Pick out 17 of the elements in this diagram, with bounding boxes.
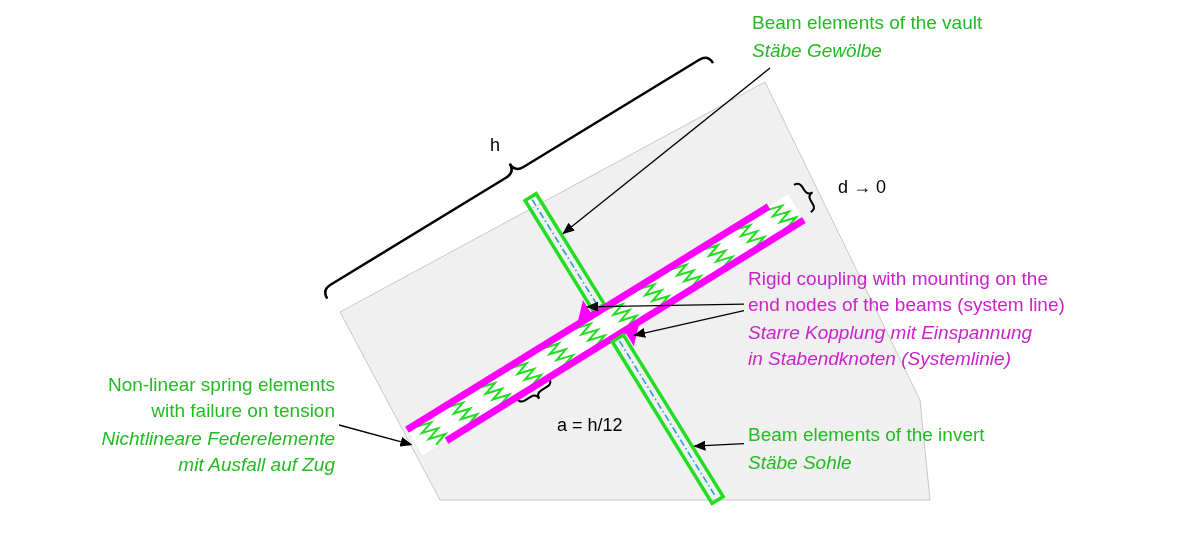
annotation-text: Beam elements of the vault <box>752 11 984 35</box>
annotation-translation: Stäbe Sohle <box>748 451 853 475</box>
annotation-text: Non-linear spring elements with failure on tension <box>106 373 335 423</box>
leader-arrow <box>633 309 745 338</box>
annotation-text: Rigid coupling with mounting on the end nodes of the beams (system line) <box>748 267 1066 317</box>
dimension-label: h <box>490 134 500 157</box>
leader-arrow <box>338 424 413 447</box>
annotation-translation: Stäbe Gewölbe <box>752 39 883 63</box>
annotation-translation: Starre Kopplung mit Einspannung in Stabendknoten (Systemlinie) <box>748 321 1034 371</box>
dimension-label: d → 0 <box>838 176 887 199</box>
leader-arrow <box>586 301 745 312</box>
annotation-text: Beam elements of the invert <box>748 423 986 447</box>
dimension-label: a = h/12 <box>557 414 623 437</box>
annotation-translation: Nichtlineare Federelemente mit Ausfall auf Zug <box>100 427 335 477</box>
leader-arrow <box>693 440 745 451</box>
leader-arrow <box>562 67 771 235</box>
beam-element <box>522 191 607 314</box>
